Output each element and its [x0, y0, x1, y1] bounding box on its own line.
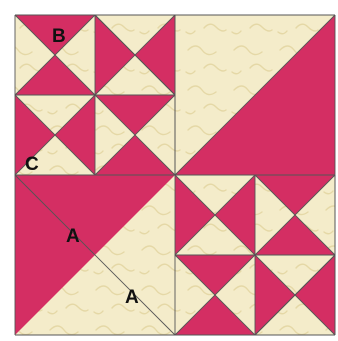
label-b: B [52, 26, 66, 47]
label-c: C [25, 154, 39, 175]
label-a-lower: A [125, 287, 139, 308]
label-a-upper: A [66, 226, 80, 247]
